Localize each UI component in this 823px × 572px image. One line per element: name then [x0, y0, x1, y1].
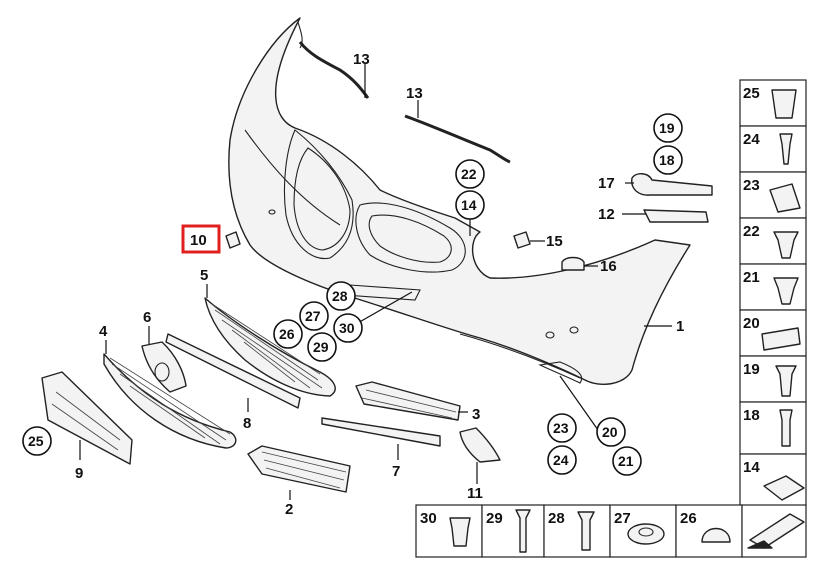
callout-15: 15	[546, 233, 563, 250]
spring-nut-icon	[761, 327, 801, 351]
part-6-fog-cover	[141, 341, 187, 393]
part-5-grille	[204, 297, 336, 397]
callout-26: 26	[279, 326, 295, 342]
bolt-icon	[515, 509, 531, 553]
side-label-23: 23	[743, 177, 760, 194]
callout-29: 29	[313, 339, 329, 355]
callout-12: 12	[598, 206, 615, 223]
square-nut-icon	[763, 475, 805, 501]
callout-1: 1	[676, 318, 684, 335]
bottom-panel: 30 29 28 27 26	[415, 504, 807, 558]
callout-20: 20	[602, 424, 618, 440]
part-3-grille	[355, 381, 461, 421]
screw-icon	[779, 133, 793, 165]
side-label-14: 14	[743, 459, 760, 476]
side-label-19: 19	[743, 361, 760, 378]
part-7-strip	[321, 417, 441, 447]
part-13a-strip	[298, 41, 370, 99]
bottom-label-27: 27	[614, 510, 631, 527]
rubber-cap-icon	[701, 527, 731, 543]
side-label-21: 21	[743, 269, 760, 286]
callout-14: 14	[461, 197, 477, 213]
callout-5: 5	[200, 267, 208, 284]
leader-lines	[79, 64, 672, 500]
washer-icon	[627, 523, 665, 545]
torx-screw-icon	[577, 511, 595, 551]
plain-callouts: 13 13 15 16 17 12 1 5 6 4 8 9 2 7 3 11	[75, 51, 684, 518]
callout-13b: 13	[406, 85, 423, 102]
washer-screw-icon	[773, 231, 799, 259]
part-13b-strip	[404, 114, 511, 164]
hex-screw-icon	[773, 277, 799, 305]
callout-17: 17	[598, 175, 615, 192]
part-2-grille	[247, 445, 351, 493]
part-9-plate-base	[41, 371, 133, 465]
callout-10: 10	[190, 232, 207, 249]
callout-28: 28	[332, 288, 348, 304]
callout-27: 27	[305, 308, 321, 324]
plug-icon	[771, 89, 797, 119]
callout-16: 16	[600, 258, 617, 275]
callout-25: 25	[28, 433, 44, 449]
grommet-icon	[449, 517, 471, 547]
circled-callouts: 22 14 19 18 28 27 30 26 29 23 24 20 21 2…	[22, 113, 683, 476]
part-15-clip	[513, 231, 531, 249]
callout-13a: 13	[353, 51, 370, 68]
callout-9: 9	[75, 465, 83, 482]
part-10-cap	[225, 231, 241, 249]
part-16-clip	[561, 256, 585, 271]
part-8-trim	[165, 333, 301, 409]
part-17-bracket	[631, 173, 713, 196]
bottom-label-29: 29	[486, 510, 503, 527]
callout-4: 4	[99, 323, 108, 340]
part-4-grille	[103, 353, 237, 449]
side-label-24: 24	[743, 131, 760, 148]
side-label-20: 20	[743, 315, 760, 332]
callout-2: 2	[285, 501, 293, 518]
side-label-18: 18	[743, 407, 760, 424]
clip-nut-icon	[769, 183, 801, 213]
part-12-bracket	[643, 209, 709, 223]
bottom-label-28: 28	[548, 510, 565, 527]
callout-3: 3	[472, 406, 480, 423]
callout-30: 30	[339, 320, 355, 336]
bottom-label-30: 30	[420, 510, 437, 527]
callout-24: 24	[553, 452, 569, 468]
callout-6: 6	[143, 309, 151, 326]
arrow-icon	[747, 540, 773, 549]
callout-10-highlight	[181, 224, 221, 254]
callout-22: 22	[461, 166, 477, 182]
callout-7: 7	[392, 463, 400, 480]
callout-8: 8	[243, 415, 251, 432]
side-label-25: 25	[743, 85, 760, 102]
flange-screw-icon	[775, 365, 797, 397]
side-panel: 25 24 23 22 21 20 19 18 14	[739, 79, 807, 507]
callout-19: 19	[659, 120, 675, 136]
callout-11: 11	[467, 485, 483, 502]
callout-23: 23	[553, 420, 569, 436]
side-label-22: 22	[743, 223, 760, 240]
callout-21: 21	[618, 453, 634, 469]
part-11-bracket	[459, 427, 501, 463]
callout-18: 18	[659, 152, 675, 168]
expansion-rivet-icon	[779, 409, 793, 447]
bottom-label-26: 26	[680, 510, 697, 527]
